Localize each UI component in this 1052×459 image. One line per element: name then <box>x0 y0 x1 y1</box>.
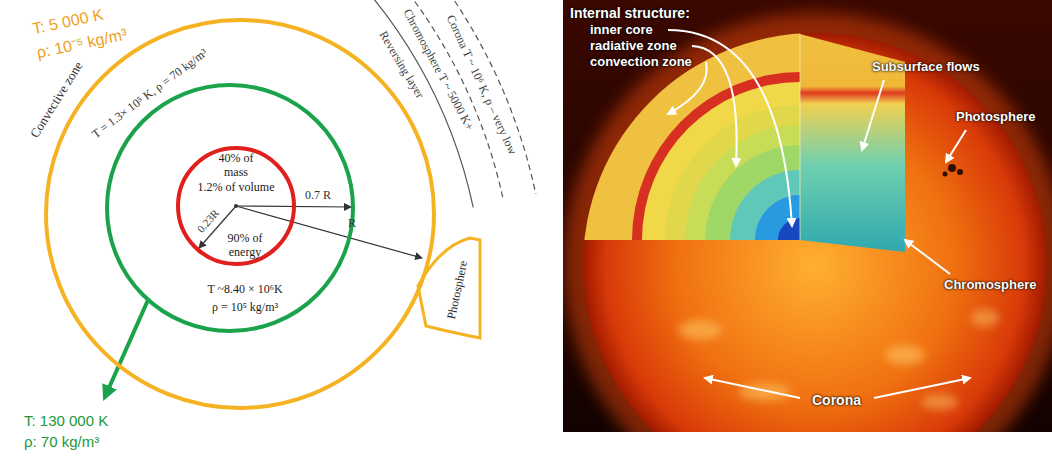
corona-glow <box>563 13 1052 432</box>
sun-disc <box>583 33 1047 432</box>
zone-conditions: T = 1.3× 10⁵ K, ρ = 70 kg/m³ <box>90 46 211 141</box>
zone-density: ρ = 10⁵ kg/m³ <box>212 301 278 315</box>
structure-label-box: Subsurface flows <box>872 60 980 75</box>
leader-line <box>668 62 707 114</box>
tachocline-ring <box>632 72 800 240</box>
radius-label: R <box>348 217 356 231</box>
core-center <box>778 218 800 240</box>
leader-line <box>862 80 884 150</box>
structure-label-box: Photosphere <box>956 110 1035 125</box>
sunspot <box>943 172 948 177</box>
radius-label-box: R <box>348 217 356 231</box>
radius-label-box: 0.7 R <box>305 189 331 203</box>
zone-density-box: ρ = 10⁵ kg/m³ <box>212 301 278 315</box>
radiative-zone-circle: T ~8.40 × 10⁶K ρ = 10⁵ kg/m³ 40% of mass1.… <box>105 83 355 333</box>
layer-label-box: Corona T ~ 10⁶ K, ρ – very low <box>443 13 519 157</box>
radius-arrow <box>236 206 422 258</box>
layer-label: Corona T ~ 10⁶ K, ρ – very low <box>443 13 519 157</box>
sun-illustration <box>563 0 1052 432</box>
zone-temperature: T ~8.40 × 10⁶K <box>207 283 282 297</box>
structure-label-box: convection zone <box>590 55 692 70</box>
structure-label-box: Corona <box>812 392 861 408</box>
radius-label: 0.7 R <box>305 189 331 203</box>
callout-temperature-box: T: 130 000 K <box>24 412 108 429</box>
core-mass-box: 40% of mass <box>208 152 264 180</box>
core-circle: 40% of mass1.2% of volume 90% of energy <box>176 146 296 266</box>
callout-arrow <box>108 300 148 390</box>
center-dot <box>234 204 238 208</box>
structure-label: inner core <box>590 23 653 38</box>
leader-line <box>705 378 800 398</box>
callout-density: ρ: 70 kg/m³ <box>24 433 99 450</box>
photosphere-shape-border <box>418 238 480 338</box>
core-energy: 90% of energy <box>220 232 270 260</box>
facula <box>739 383 791 401</box>
radiative-ring <box>642 82 800 240</box>
zone-temperature-box: T ~8.40 × 10⁶K <box>207 283 282 297</box>
radiative-ring <box>685 125 800 240</box>
facula <box>885 345 925 365</box>
structure-label-box: Chromosphere <box>944 278 1036 293</box>
core-circle-ring <box>178 148 294 264</box>
radius-label-box: 0.23R <box>194 207 221 235</box>
radius-label: 0.23R <box>194 207 221 235</box>
sunspot <box>948 164 956 172</box>
cut-face <box>563 0 800 240</box>
facula <box>922 394 958 410</box>
photosphere-shape-outline <box>416 236 482 340</box>
convective-zone-circle-ring <box>46 20 434 408</box>
leader-line <box>692 46 737 166</box>
cutaway <box>563 0 1052 432</box>
panel-heading-box: Internal structure: <box>570 5 690 21</box>
convective-zone-circle-outline <box>44 18 436 410</box>
structure-label: Subsurface flows <box>872 60 980 75</box>
core-mass: 40% of mass <box>208 152 264 180</box>
facula <box>678 320 722 340</box>
photosphere-name: Photosphere <box>445 260 471 321</box>
convection-ring <box>563 0 800 240</box>
core-volume: 1.2% of volume <box>198 181 275 195</box>
chromosphere-arc <box>341 0 503 201</box>
leader-line <box>874 378 970 398</box>
structure-label: radiative zone <box>590 39 677 54</box>
structure-label: Photosphere <box>956 110 1035 125</box>
core-energy-box: 90% of energy <box>220 232 270 260</box>
radiative-ring <box>665 105 800 240</box>
callout-density-box: ρ: 70 kg/m³ <box>24 433 99 450</box>
photosphere-name-box: Photosphere <box>445 260 471 321</box>
radiative-zone-circle-ring <box>107 85 353 331</box>
zone-conditions-box: T = 1.3× 10⁵ K, ρ = 70 kg/m³ <box>90 46 211 141</box>
structure-label: Chromosphere <box>944 278 1036 293</box>
callout-temperature: T: 130 000 K <box>24 412 108 429</box>
leader-line <box>946 130 966 162</box>
photosphere-shape: Photosphere <box>416 236 482 340</box>
structure-label-box: inner core <box>590 23 653 38</box>
zone-name: Convective zone <box>28 59 87 141</box>
leader-line <box>905 240 950 274</box>
core-ring <box>755 195 800 240</box>
sunspot <box>957 169 963 175</box>
structure-label: convection zone <box>590 55 692 70</box>
panel-heading: Internal structure: <box>570 5 690 21</box>
cut-edge <box>800 34 801 240</box>
structure-label: Corona <box>812 392 861 408</box>
radiative-ring <box>705 145 800 240</box>
structure-label-box: radiative zone <box>590 39 677 54</box>
facula <box>971 309 999 327</box>
core-volume-box: 1.2% of volume <box>198 181 275 195</box>
convective-zone-circle: T: 5 000 Kρ: 10⁻⁵ kg/m³T = 1.3× 10⁵ K, ρ… <box>44 18 436 410</box>
zone-name-box: Convective zone <box>28 59 87 141</box>
corona-arc <box>363 0 535 194</box>
